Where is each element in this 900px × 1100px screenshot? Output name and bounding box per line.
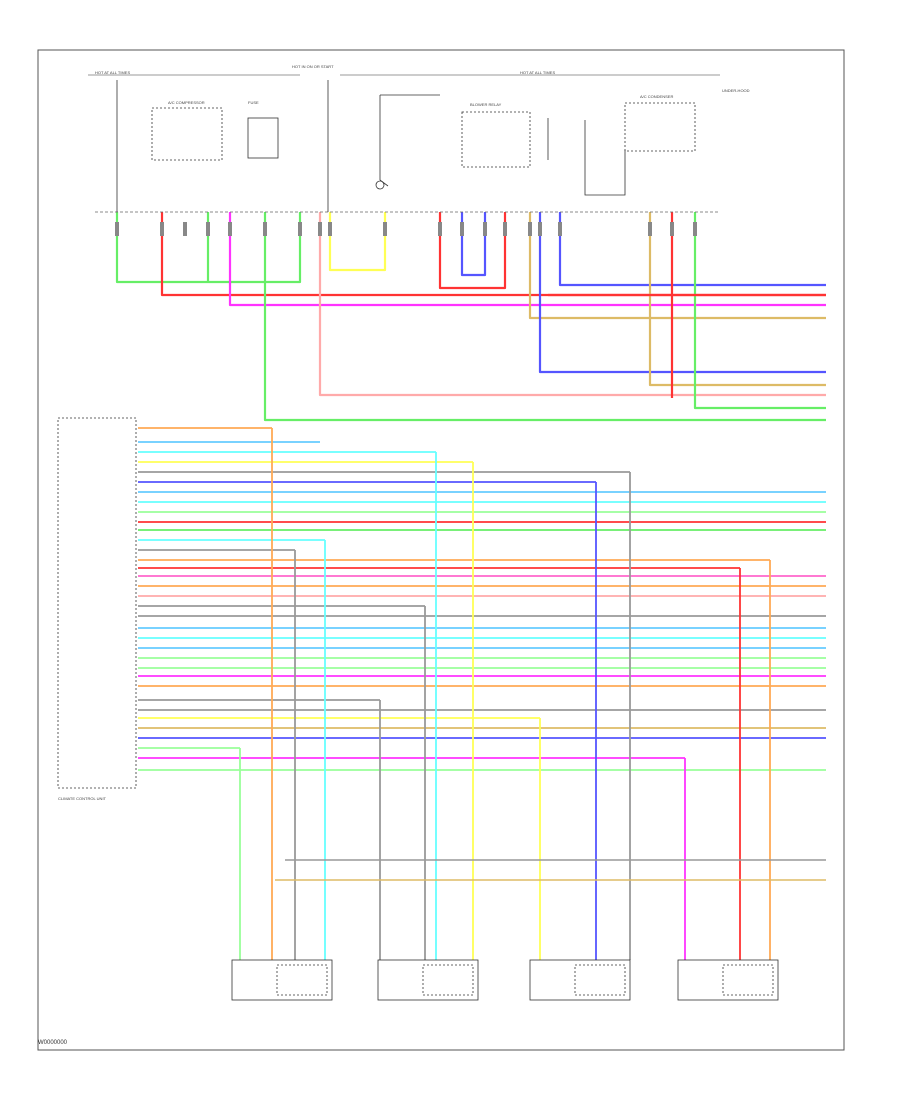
ccu-label: CLIMATE CONTROL UNIT — [58, 796, 107, 801]
connector-pin-0 — [115, 222, 119, 236]
actuator-4-inner — [722, 964, 774, 996]
relay-label-2: BLOWER RELAY — [470, 102, 502, 107]
wire-tan-2 — [648, 212, 826, 387]
relay-label-3: A/C CONDENSER — [640, 94, 673, 99]
hot-label-2: HOT IN ON OR START — [292, 64, 334, 69]
relay-label-1: A/C COMPRESSOR — [168, 100, 205, 105]
actuator-2 — [377, 959, 479, 1001]
connector-pin-19 — [693, 222, 697, 236]
connector-pin-15 — [538, 222, 542, 236]
connector-pin-14 — [528, 222, 532, 236]
actuator-3 — [529, 959, 631, 1001]
hot-label-1: HOT AT ALL TIMES — [95, 70, 130, 75]
fuse-box-component — [247, 117, 279, 159]
actuator-4 — [677, 959, 779, 1001]
wire-blue-3 — [558, 212, 826, 287]
actuator-1-inner — [276, 964, 328, 996]
outer-border — [37, 49, 845, 1051]
relay-label-4: UNDER-HOOD — [722, 88, 750, 93]
connector-pin-3 — [206, 222, 210, 236]
connector-pin-4 — [228, 222, 232, 236]
connector-pin-6 — [298, 222, 302, 236]
connector-pin-16 — [558, 222, 562, 236]
connector-pin-13 — [503, 222, 507, 236]
blower-relay — [461, 111, 531, 168]
wire-magenta-1 — [228, 212, 826, 307]
connector-pin-17 — [648, 222, 652, 236]
hot-label-3: HOT AT ALL TIMES — [520, 70, 555, 75]
actuator-3-inner — [574, 964, 626, 996]
connector-pin-8 — [328, 222, 332, 236]
actuator-2-inner — [422, 964, 474, 996]
connector-pin-9 — [383, 222, 387, 236]
connector-pin-12 — [483, 222, 487, 236]
ac-compressor-relay — [151, 107, 223, 161]
wire-yellow-top — [328, 212, 387, 272]
wire-tan-1 — [528, 212, 826, 320]
wire-green-3 — [263, 212, 826, 422]
climate-control-unit — [57, 417, 137, 789]
wire-green-4 — [693, 212, 826, 410]
connector-pin-5 — [263, 222, 267, 236]
connector-pin-18 — [670, 222, 674, 236]
fuse-label: FUSE — [248, 100, 259, 105]
circle-symbol — [375, 180, 385, 190]
wire-blue-top — [460, 212, 487, 277]
wire-red-2 — [438, 212, 507, 290]
connector-pin-7 — [318, 222, 322, 236]
ac-condenser-relay — [624, 102, 696, 152]
wires-layer — [115, 212, 826, 960]
actuator-1 — [231, 959, 333, 1001]
connector-pin-11 — [460, 222, 464, 236]
labels-layer: HOT AT ALL TIMES HOT IN ON OR START HOT AT… — [58, 64, 750, 801]
figure-code: W0000000 — [38, 1040, 68, 1046]
wire-blue-2 — [538, 212, 826, 374]
diagram-frame — [37, 49, 845, 1051]
wire-lightpink-1 — [318, 212, 826, 397]
components-layer — [57, 74, 779, 1001]
connector-pin-1 — [160, 222, 164, 236]
relay-loop — [584, 120, 626, 196]
connector-pin-2 — [183, 222, 187, 236]
connector-pin-10 — [438, 222, 442, 236]
